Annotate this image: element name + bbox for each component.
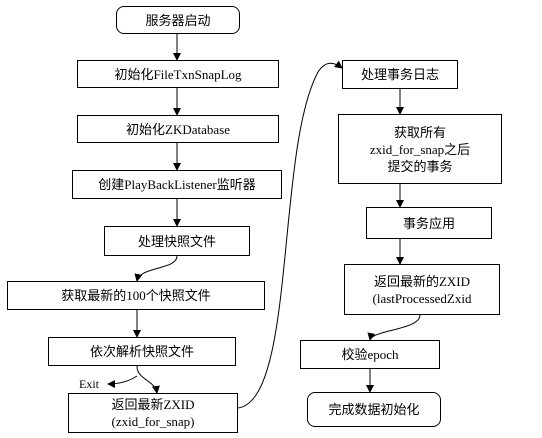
edge-exit — [107, 375, 138, 388]
edge-return-zxid-to-txlog — [237, 60, 343, 409]
node-get-latest-snapshots-label: 获取最新的100个快照文件 — [61, 288, 211, 303]
node-init-zkdatabase-label: 初始化ZKDatabase — [126, 121, 230, 137]
node-init-snaplog-label: 初始化FileTxnSnapLog — [114, 66, 242, 82]
node-process-snapshot: 处理快照文件 — [104, 226, 250, 256]
node-init-snaplog: 初始化FileTxnSnapLog — [77, 60, 279, 88]
node-process-txlog-label: 处理事务日志 — [360, 67, 439, 82]
node-parse-snapshots-label: 依次解析快照文件 — [89, 344, 194, 359]
node-verify-epoch-label: 校验epoch — [341, 347, 399, 362]
node-return-zxid-line1: 返回最新ZXID — [111, 397, 195, 412]
node-server-start: 服务器启动 — [116, 6, 240, 34]
node-get-tx-line1: 获取所有 — [393, 124, 446, 140]
node-get-committed-tx: 获取所有 zxid_for_snap之后 提交的事务 — [338, 114, 502, 184]
node-return-latest-zxid: 返回最新的ZXID (lastProcessedZxid — [344, 264, 500, 315]
node-return-zxid-line2: (zxid_for_snap) — [111, 414, 195, 429]
node-finish-init-label: 完成数据初始化 — [328, 402, 420, 417]
node-get-latest-snapshots: 获取最新的100个快照文件 — [7, 281, 265, 310]
node-server-start-label: 服务器启动 — [145, 12, 211, 28]
node-finish-init: 完成数据初始化 — [307, 392, 441, 427]
node-apply-tx-label: 事务应用 — [402, 215, 455, 231]
edge-snapshot-to-latest — [134, 255, 178, 282]
node-create-listener: 创建PlayBackListener监听器 — [72, 170, 282, 199]
node-get-tx-line2: zxid_for_snap之后 — [369, 141, 471, 157]
edge-return-latest-to-epoch — [367, 314, 421, 341]
node-process-snapshot-label: 处理快照文件 — [137, 233, 216, 249]
node-return-latest-line2: (lastProcessedZxid — [372, 290, 472, 306]
node-init-zkdatabase: 初始化ZKDatabase — [77, 115, 279, 143]
node-process-txlog: 处理事务日志 — [342, 60, 458, 89]
node-verify-epoch: 校验epoch — [300, 340, 440, 369]
node-parse-snapshots: 依次解析快照文件 — [48, 337, 236, 366]
edge-parse-to-return-zxid — [136, 365, 160, 394]
exit-label: Exit — [79, 377, 99, 391]
node-create-listener-label: 创建PlayBackListener监听器 — [98, 177, 256, 192]
node-return-zxid: 返回最新ZXID (zxid_for_snap) — [68, 393, 238, 433]
node-apply-tx: 事务应用 — [366, 207, 492, 239]
node-return-latest-line1: 返回最新的ZXID — [373, 273, 471, 289]
node-get-tx-line3: 提交的事务 — [387, 158, 453, 174]
